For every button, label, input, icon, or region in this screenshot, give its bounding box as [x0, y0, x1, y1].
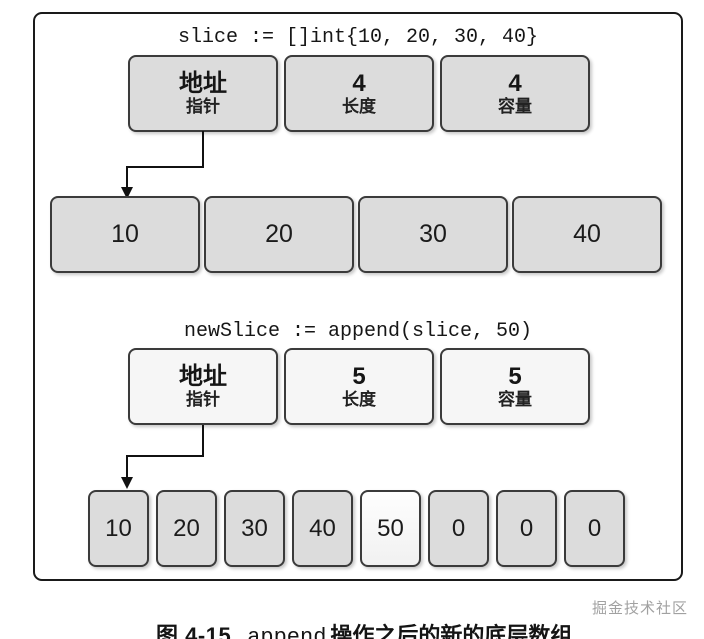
capacity-label: 容量	[498, 390, 532, 410]
newslice-length-cell: 5 长度	[284, 348, 434, 425]
length-value: 5	[352, 362, 366, 390]
newslice-header-row: 地址 指针 5 长度 5 容量	[128, 348, 590, 425]
pointer-label: 指针	[186, 390, 220, 410]
array-cell: 10	[88, 490, 149, 567]
slice-length-cell: 4 长度	[284, 55, 434, 132]
newslice-pointer-cell: 地址 指针	[128, 348, 278, 425]
watermark-text: 掘金技术社区	[592, 600, 689, 617]
array-cell-appended: 50	[360, 490, 421, 567]
figure-number: 图 4-15	[156, 623, 232, 639]
slice-header-row: 地址 指针 4 长度 4 容量	[128, 55, 590, 132]
array-cell: 30	[358, 196, 508, 273]
array-cell: 0	[496, 490, 557, 567]
pointer-label: 指针	[186, 97, 220, 117]
caption-code-word: append	[247, 625, 327, 639]
capacity-label: 容量	[498, 97, 532, 117]
slice-capacity-cell: 4 容量	[440, 55, 590, 132]
newslice-array-row: 10 20 30 40 50 0 0 0	[88, 490, 625, 567]
length-value: 4	[352, 69, 366, 97]
array-cell: 0	[564, 490, 625, 567]
pointer-value: 地址	[179, 362, 227, 390]
array-cell: 20	[156, 490, 217, 567]
array-cell: 0	[428, 490, 489, 567]
array-cell: 30	[224, 490, 285, 567]
pointer-arrow-top	[121, 131, 204, 199]
array-cell: 40	[292, 490, 353, 567]
slice-pointer-cell: 地址 指针	[128, 55, 278, 132]
capacity-value: 5	[508, 362, 522, 390]
capacity-value: 4	[508, 69, 522, 97]
pointer-arrow-bottom	[121, 425, 204, 489]
newslice-capacity-cell: 5 容量	[440, 348, 590, 425]
length-label: 长度	[342, 97, 376, 117]
array-cell: 40	[512, 196, 662, 273]
array-cell: 10	[50, 196, 200, 273]
slice-declaration-code: slice := []int{10, 20, 30, 40}	[177, 26, 539, 49]
length-label: 长度	[342, 390, 376, 410]
newslice-append-code: newSlice := append(slice, 50)	[183, 320, 533, 343]
caption-text: 操作之后的新的底层数组	[330, 623, 573, 639]
pointer-value: 地址	[179, 69, 227, 97]
array-cell: 20	[204, 196, 354, 273]
slice-array-row: 10 20 30 40	[50, 196, 662, 273]
